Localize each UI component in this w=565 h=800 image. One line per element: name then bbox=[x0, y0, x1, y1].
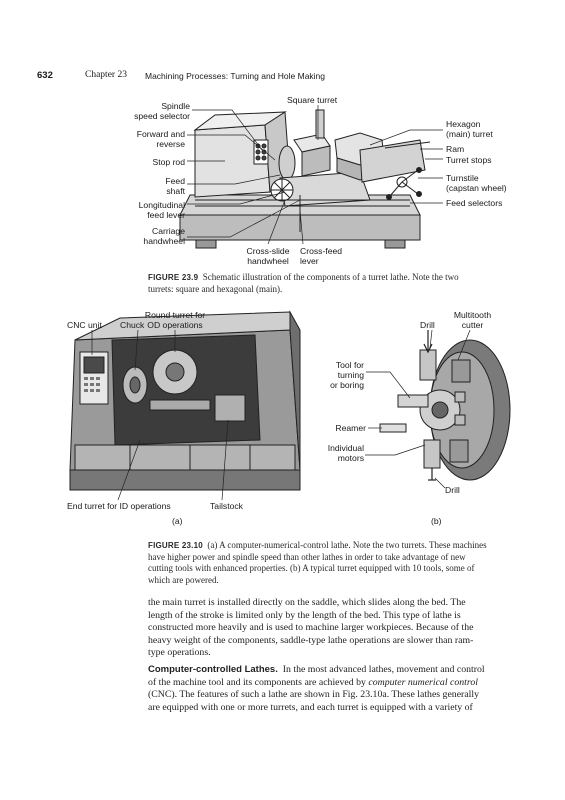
subfigure-a-label: (a) bbox=[172, 516, 183, 526]
label-feed-selectors: Feed selectors bbox=[446, 198, 503, 208]
label-feed-shaft: Feed shaft bbox=[165, 176, 185, 196]
chapter-label: Chapter 23 bbox=[85, 70, 127, 80]
chapter-title: Machining Processes: Turning and Hole Ma… bbox=[145, 71, 326, 81]
label-square-turret: Square turret bbox=[287, 95, 338, 105]
label-ram: Ram bbox=[446, 144, 465, 154]
section-heading: Computer-controlled Lathes. bbox=[148, 664, 278, 675]
label-end-turret: End turret for ID operations bbox=[67, 501, 171, 511]
label-drill-bottom: Drill bbox=[445, 485, 460, 495]
label-drill-top: Drill bbox=[420, 320, 435, 330]
label-cnc-unit: CNC unit bbox=[67, 320, 102, 330]
label-cross-feed-lever: Cross-feed lever bbox=[300, 246, 343, 266]
label-hexagon-turret: Hexagon (main) turret bbox=[446, 119, 493, 139]
figure-23-10-caption: FIGURE 23.10 (a) A computer-numerical-co… bbox=[148, 540, 487, 585]
subfigure-b-label: (b) bbox=[431, 516, 442, 526]
label-turnstile: Turnstile (capstan wheel) bbox=[446, 173, 507, 193]
label-round-turret: Round turret for OD operations bbox=[144, 310, 206, 330]
label-stop-rod: Stop rod bbox=[152, 157, 186, 167]
label-chuck: Chuck bbox=[120, 320, 145, 330]
label-multitooth-cutter: Multitooth cutter bbox=[453, 310, 492, 330]
label-carriage-handwheel: Carriage handwheel bbox=[143, 226, 185, 246]
figure-23-9-caption: FIGURE 23.9 Schematic illustration of th… bbox=[148, 272, 459, 294]
label-cross-slide-handwheel: Cross-slide handwheel bbox=[246, 246, 290, 266]
body-paragraph-1: the main turret is installed directly on… bbox=[148, 597, 474, 659]
label-tailstock: Tailstock bbox=[210, 501, 243, 511]
body-paragraph-2: Computer-controlled Lathes. In the most … bbox=[148, 664, 485, 713]
label-individual-motors: Individual motors bbox=[327, 443, 364, 463]
label-spindle-speed-selector: Spindle speed selector bbox=[134, 101, 190, 121]
label-tool-for-turning: Tool for turning or boring bbox=[330, 360, 364, 390]
label-longitudinal-feed-lever: Longitudinal feed lever bbox=[138, 200, 185, 220]
page-number: 632 bbox=[37, 70, 53, 81]
label-reamer: Reamer bbox=[335, 423, 366, 433]
label-forward-reverse: Forward and reverse bbox=[136, 129, 185, 149]
label-turret-stops: Turret stops bbox=[446, 155, 492, 165]
